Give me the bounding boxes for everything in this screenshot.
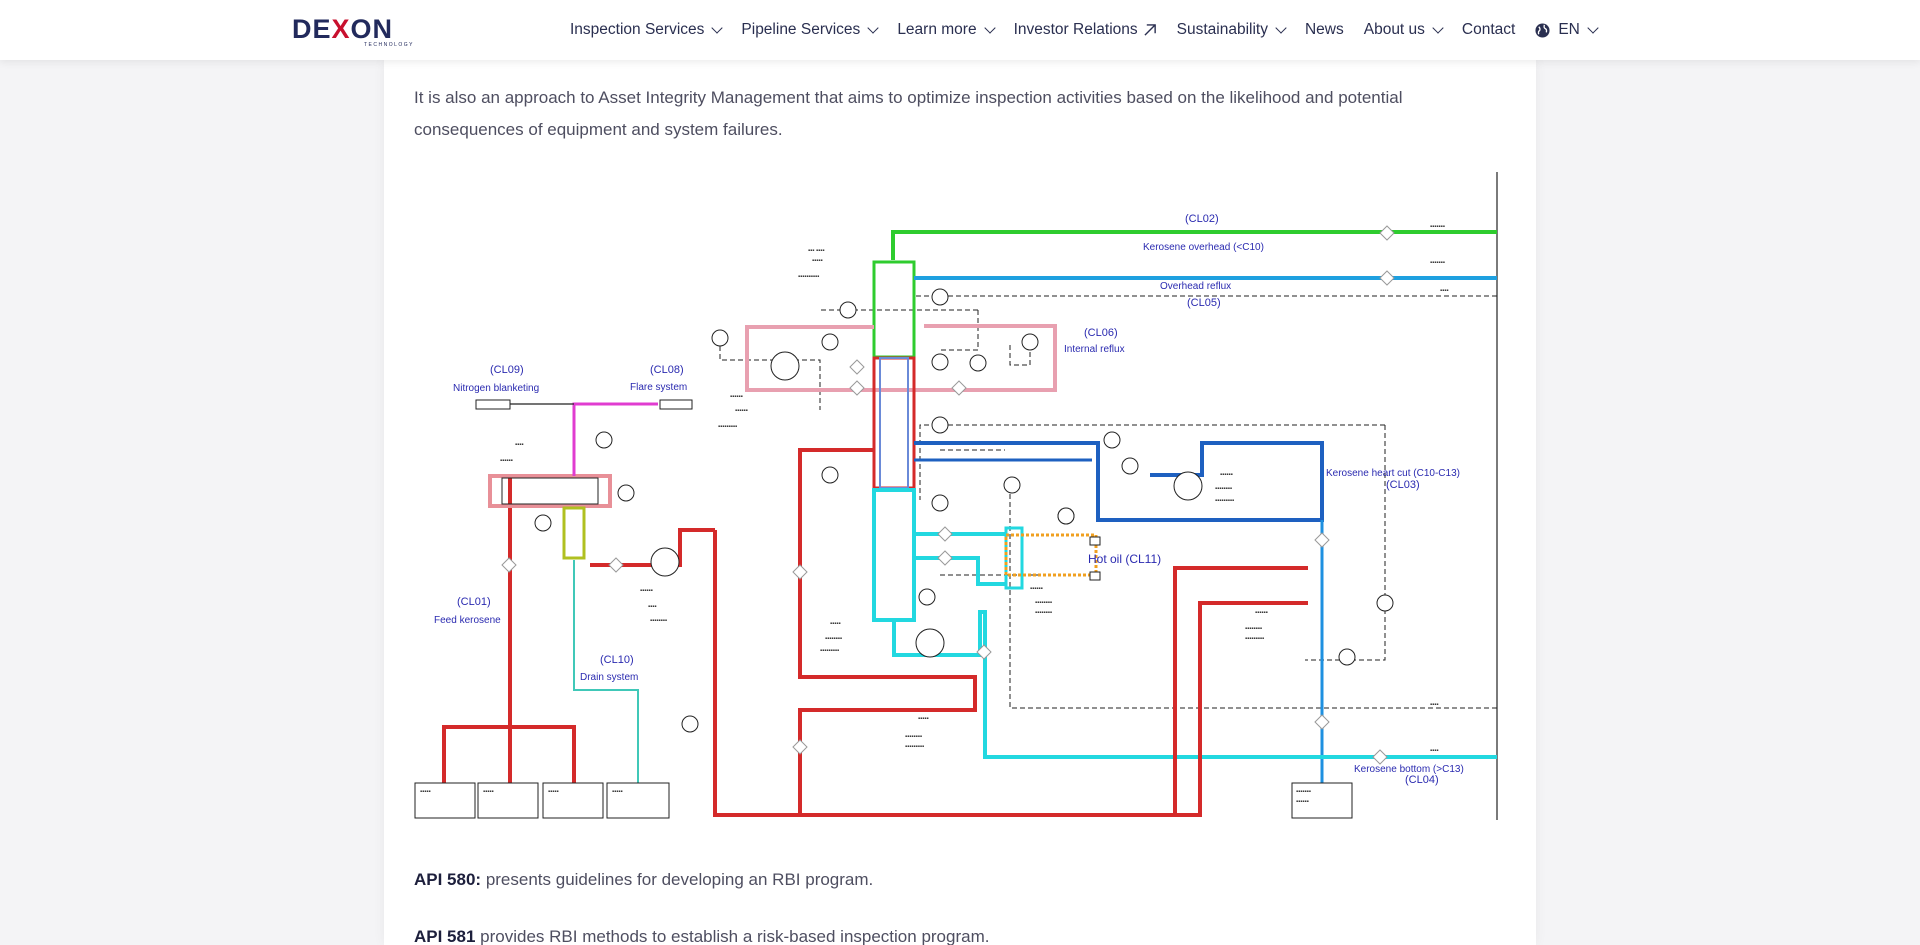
nav-sustainability[interactable]: Sustainability: [1176, 0, 1287, 60]
nav-pipeline-services[interactable]: Pipeline Services: [741, 0, 879, 60]
label-cl04: (CL04): [1405, 774, 1439, 786]
svg-text:▪▪▪▪▪▪▪▪▪: ▪▪▪▪▪▪▪▪▪: [1245, 636, 1264, 642]
logo-wordmark: DEXON: [292, 14, 394, 44]
label-internal-reflux: Internal reflux: [1064, 344, 1125, 355]
label-drain: Drain system: [580, 672, 638, 683]
svg-text:▪▪▪▪▪▪: ▪▪▪▪▪▪: [1296, 799, 1309, 805]
label-cl03: (CL03): [1386, 479, 1420, 491]
nav-label: Inspection Services: [570, 21, 705, 38]
nav-label: Pipeline Services: [741, 21, 861, 38]
language-label: EN: [1558, 21, 1580, 38]
nav-learn-more[interactable]: Learn more: [897, 0, 996, 60]
svg-text:▪▪▪▪▪▪: ▪▪▪▪▪▪: [1220, 472, 1233, 478]
api581-paragraph: API 581 provides RBI methods to establis…: [414, 927, 989, 945]
svg-text:▪▪▪▪: ▪▪▪▪: [648, 604, 657, 610]
svg-text:▪▪▪▪▪▪: ▪▪▪▪▪▪: [1255, 610, 1268, 616]
svg-text:▪▪▪▪▪▪▪▪: ▪▪▪▪▪▪▪▪: [905, 734, 922, 740]
nav-label: About us: [1363, 21, 1425, 38]
chevron-down-icon: [1275, 22, 1287, 34]
nav-inspection-services[interactable]: Inspection Services: [570, 0, 724, 60]
svg-text:▪▪▪▪: ▪▪▪▪: [515, 442, 524, 448]
svg-text:▪▪▪▪▪: ▪▪▪▪▪: [483, 789, 494, 795]
svg-text:▪▪▪▪▪: ▪▪▪▪▪: [420, 789, 431, 795]
svg-text:▪▪▪▪▪▪▪▪: ▪▪▪▪▪▪▪▪: [1035, 610, 1052, 616]
svg-text:▪▪▪▪▪▪▪▪▪: ▪▪▪▪▪▪▪▪▪: [905, 744, 924, 750]
label-kerosene-overhead: Kerosene overhead (<C10): [1143, 242, 1264, 253]
top-navigation-bar: DEXON TECHNOLOGY Inspection Services Pip…: [0, 0, 1920, 60]
svg-text:▪▪▪▪▪▪▪▪▪: ▪▪▪▪▪▪▪▪▪: [718, 424, 737, 430]
api581-term: API 581: [414, 927, 476, 945]
svg-text:▪▪▪▪▪▪: ▪▪▪▪▪▪: [735, 408, 748, 414]
label-cl09: (CL09): [490, 364, 524, 376]
svg-text:▪▪▪▪▪▪▪▪▪: ▪▪▪▪▪▪▪▪▪: [820, 648, 839, 654]
label-cl05: (CL05): [1187, 297, 1221, 309]
chevron-down-icon: [711, 22, 724, 34]
chevron-down-icon: [1587, 22, 1599, 34]
svg-text:▪▪▪▪▪: ▪▪▪▪▪: [830, 621, 841, 627]
label-flare: Flare system: [630, 382, 687, 393]
nav-contact[interactable]: Contact: [1462, 0, 1515, 60]
dexon-logo[interactable]: DEXON TECHNOLOGY: [292, 14, 416, 48]
main-nav: Inspection Services Pipeline Services Le…: [570, 0, 1617, 60]
logo-subtext: TECHNOLOGY: [363, 42, 414, 48]
chevron-down-icon: [983, 22, 996, 34]
label-overhead-reflux: Overhead reflux: [1160, 281, 1231, 292]
svg-text:▪▪▪▪▪▪▪: ▪▪▪▪▪▪▪: [1296, 789, 1311, 795]
chevron-down-icon: [867, 22, 879, 34]
svg-text:▪▪▪▪▪▪▪: ▪▪▪▪▪▪▪: [1430, 224, 1445, 230]
svg-text:▪▪▪▪▪▪▪: ▪▪▪▪▪▪▪: [1430, 260, 1445, 266]
nav-label: Sustainability: [1176, 21, 1268, 38]
svg-text:▪▪▪▪▪▪▪▪: ▪▪▪▪▪▪▪▪: [1215, 486, 1232, 492]
svg-text:▪▪▪▪▪: ▪▪▪▪▪: [548, 789, 559, 795]
svg-text:▪▪▪▪: ▪▪▪▪: [1440, 288, 1449, 294]
svg-text:▪▪▪▪▪▪: ▪▪▪▪▪▪: [730, 394, 743, 400]
svg-text:▪▪▪▪▪▪▪▪▪: ▪▪▪▪▪▪▪▪▪: [1215, 498, 1234, 504]
label-hot-oil: Hot oil (CL11): [1088, 552, 1161, 566]
process-flow-diagram: ▪▪▪ ▪▪▪▪▪▪▪▪▪▪▪▪▪▪▪▪▪▪▪ ▪▪▪▪▪▪▪▪▪▪▪▪▪▪▪▪…: [414, 172, 1498, 820]
svg-text:▪▪▪▪▪▪▪▪: ▪▪▪▪▪▪▪▪: [1245, 626, 1262, 632]
svg-text:▪▪▪▪▪▪: ▪▪▪▪▪▪: [500, 458, 513, 464]
nav-label: Investor Relations: [1013, 21, 1138, 38]
language-selector[interactable]: EN: [1535, 0, 1599, 60]
intro-paragraph: It is also an approach to Asset Integrit…: [414, 88, 1403, 139]
svg-text:▪▪▪▪: ▪▪▪▪: [1430, 702, 1439, 708]
globe-icon: [1535, 22, 1550, 38]
svg-text:▪▪▪▪▪: ▪▪▪▪▪: [612, 789, 623, 795]
label-nitrogen: Nitrogen blanketing: [453, 383, 539, 394]
api580-paragraph: API 580: presents guidelines for develop…: [414, 870, 873, 890]
svg-text:▪▪▪ ▪▪▪▪: ▪▪▪ ▪▪▪▪: [808, 248, 825, 254]
svg-text:▪▪▪▪▪: ▪▪▪▪▪: [812, 258, 823, 264]
svg-text:▪▪▪▪▪▪: ▪▪▪▪▪▪: [1030, 586, 1043, 592]
label-cl01: (CL01): [457, 596, 491, 608]
nav-investor-relations[interactable]: Investor Relations: [1014, 0, 1157, 60]
nav-label: Learn more: [897, 21, 977, 38]
api580-term: API 580:: [414, 870, 482, 889]
nav-label: News: [1304, 21, 1344, 38]
svg-text:▪▪▪▪▪▪▪▪: ▪▪▪▪▪▪▪▪: [1035, 600, 1052, 606]
label-heart-cut: Kerosene heart cut (C10-C13): [1326, 468, 1460, 479]
nav-news[interactable]: News: [1305, 0, 1344, 60]
api581-text: provides RBI methods to establish a risk…: [475, 927, 990, 945]
label-cl10: (CL10): [600, 654, 634, 666]
nav-about-us[interactable]: About us: [1363, 0, 1444, 60]
label-cl06: (CL06): [1084, 327, 1118, 339]
svg-text:▪▪▪▪▪▪: ▪▪▪▪▪▪: [640, 588, 653, 594]
label-bottom: Kerosene bottom (>C13): [1354, 764, 1464, 775]
api580-text: presents guidelines for developing an RB…: [481, 870, 874, 889]
chevron-down-icon: [1432, 22, 1444, 34]
svg-text:▪▪▪▪▪▪▪▪▪▪: ▪▪▪▪▪▪▪▪▪▪: [798, 274, 819, 280]
label-feed: Feed kerosene: [434, 615, 501, 626]
svg-text:▪▪▪▪: ▪▪▪▪: [1430, 748, 1439, 754]
label-cl02: (CL02): [1185, 213, 1219, 225]
svg-text:▪▪▪▪▪▪▪▪: ▪▪▪▪▪▪▪▪: [650, 618, 667, 624]
external-link-icon: [1144, 23, 1156, 36]
nav-label: Contact: [1461, 21, 1516, 38]
svg-text:▪▪▪▪▪: ▪▪▪▪▪: [918, 716, 929, 722]
label-cl08: (CL08): [650, 364, 684, 376]
svg-text:▪▪▪▪▪▪▪▪: ▪▪▪▪▪▪▪▪: [825, 636, 842, 642]
